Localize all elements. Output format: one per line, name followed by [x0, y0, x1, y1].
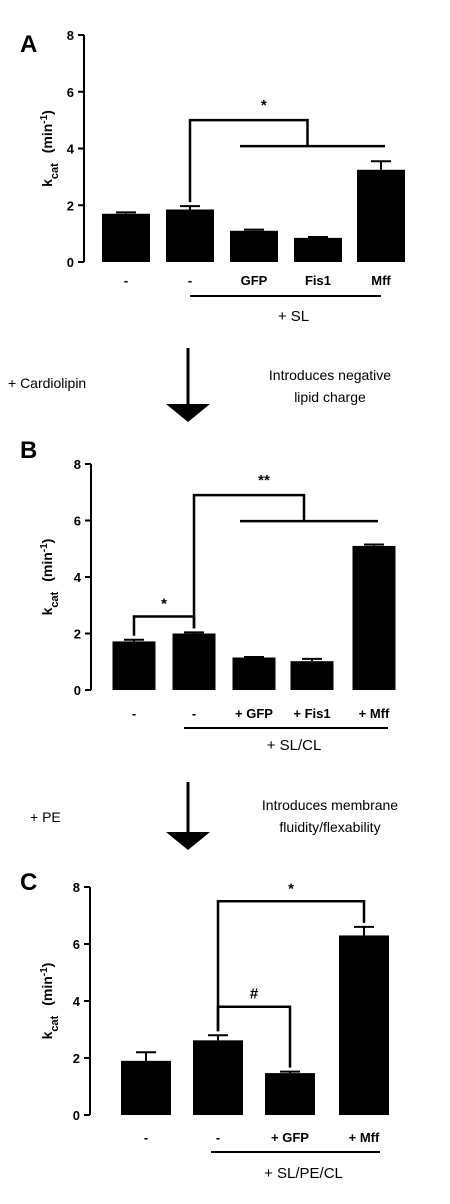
bar [172, 633, 216, 690]
bar [230, 230, 278, 262]
transition-2: + PE Introduces membrane fluidity/flexabil… [30, 782, 398, 850]
y-tick-label: 0 [73, 1108, 80, 1123]
arrow-head [166, 832, 210, 850]
x-tick-label: - [216, 1130, 220, 1145]
y-axis-label: kcat (min-1) [39, 539, 62, 616]
significance-label: # [250, 986, 259, 1003]
y-axis-label-sub: cat [49, 1015, 61, 1031]
x-tick-label: - [192, 706, 196, 721]
y-tick-label: 6 [67, 85, 74, 100]
bar [339, 935, 389, 1115]
y-tick-label: 4 [73, 994, 81, 1009]
y-tick-label: 2 [73, 1051, 80, 1066]
y-axis-label-sub: cat [49, 591, 61, 607]
transition-left-label: + Cardiolipin [8, 375, 86, 391]
y-tick-label: 8 [73, 880, 80, 895]
y-axis-label-unit: (min [39, 976, 55, 1009]
significance-bracket [132, 615, 196, 636]
x-tick-label: - [188, 273, 192, 288]
transition-note-line: Introduces negative [269, 367, 391, 383]
x-tick-label: + Fis1 [293, 706, 330, 721]
chart-panel-b: B 0 2 4 6 8 kcat (min-1) - - + GFP + Fis1 + Mff + SL… [20, 437, 396, 754]
bar [265, 1073, 315, 1115]
y-axis-label-exp: -1 [39, 114, 50, 123]
transition-note-line: Introduces membrane [262, 797, 398, 813]
chart-panel-a: A 0 2 4 6 8 kcat (min-1) - - GFP Fis1 Mff + SL * [20, 28, 405, 325]
y-axis-label-k: k [39, 607, 55, 615]
condition-label: + SL/PE/CL [264, 1165, 343, 1182]
y-axis-label: kcat (min-1) [39, 963, 62, 1040]
y-axis-label-close: ) [39, 963, 55, 968]
significance-label: * [261, 97, 267, 114]
bar [294, 237, 342, 262]
significance-label: * [288, 880, 294, 897]
y-tick-label: 0 [67, 255, 74, 270]
y-axis-label-unit: (min [39, 552, 55, 585]
y-axis-label: kcat (min-1) [39, 110, 62, 187]
y-tick-label: 2 [74, 627, 81, 642]
bar [112, 641, 156, 690]
bar [290, 661, 334, 690]
y-tick-label: 8 [74, 457, 81, 472]
y-axis-label-exp: -1 [39, 967, 50, 976]
significance-bracket [188, 118, 309, 203]
bar [232, 657, 276, 690]
x-tick-label: - [144, 1130, 148, 1145]
x-tick-label: GFP [241, 273, 268, 288]
y-axis-label-unit: (min [39, 124, 55, 157]
condition-label: + SL/CL [267, 737, 322, 754]
y-tick-label: 2 [67, 198, 74, 213]
x-tick-label: + GFP [235, 706, 273, 721]
bar [121, 1060, 171, 1115]
significance-bracket [216, 1005, 292, 1068]
significance-bracket [192, 493, 306, 629]
y-axis-label-k: k [39, 179, 55, 187]
x-tick-label: - [132, 706, 136, 721]
y-axis-label-exp: -1 [39, 543, 50, 552]
y-tick-label: 6 [74, 514, 81, 529]
bar [166, 209, 214, 262]
panel-letter: B [20, 437, 37, 464]
bar [352, 545, 396, 690]
transition-left-label: + PE [30, 809, 61, 825]
y-axis-label-close: ) [39, 110, 55, 115]
x-tick-label: + Mff [359, 706, 390, 721]
condition-label: + SL [278, 308, 309, 325]
y-tick-label: 6 [73, 937, 80, 952]
y-tick-label: 8 [67, 28, 74, 43]
significance-label: ** [258, 472, 270, 489]
y-tick-label: 4 [74, 570, 82, 585]
x-tick-label: + Mff [349, 1130, 380, 1145]
y-tick-label: 0 [74, 683, 81, 698]
bar [102, 213, 150, 262]
x-tick-label: Fis1 [305, 273, 331, 288]
y-axis-label-sub: cat [49, 163, 61, 179]
significance-bracket [216, 900, 366, 1032]
significance-label: * [161, 596, 167, 613]
x-tick-label: Mff [371, 273, 391, 288]
arrow-head [166, 404, 210, 422]
y-axis-label-k: k [39, 1031, 55, 1039]
panel-letter: A [20, 31, 37, 58]
transition-1: + Cardiolipin Introduces negative lipid ch… [8, 348, 391, 422]
x-tick-label: + GFP [271, 1130, 309, 1145]
x-tick-label: - [124, 273, 128, 288]
transition-note-line: fluidity/flexability [279, 819, 380, 835]
transition-note-line: lipid charge [294, 389, 366, 405]
bar [357, 169, 405, 262]
y-tick-label: 4 [67, 142, 75, 157]
chart-panel-c: C 0 2 4 6 8 kcat (min-1) - - + GFP + Mff + SL/PE/CL… [20, 869, 389, 1182]
panel-letter: C [20, 869, 37, 896]
bar [193, 1040, 243, 1115]
y-axis-label-close: ) [39, 539, 55, 544]
